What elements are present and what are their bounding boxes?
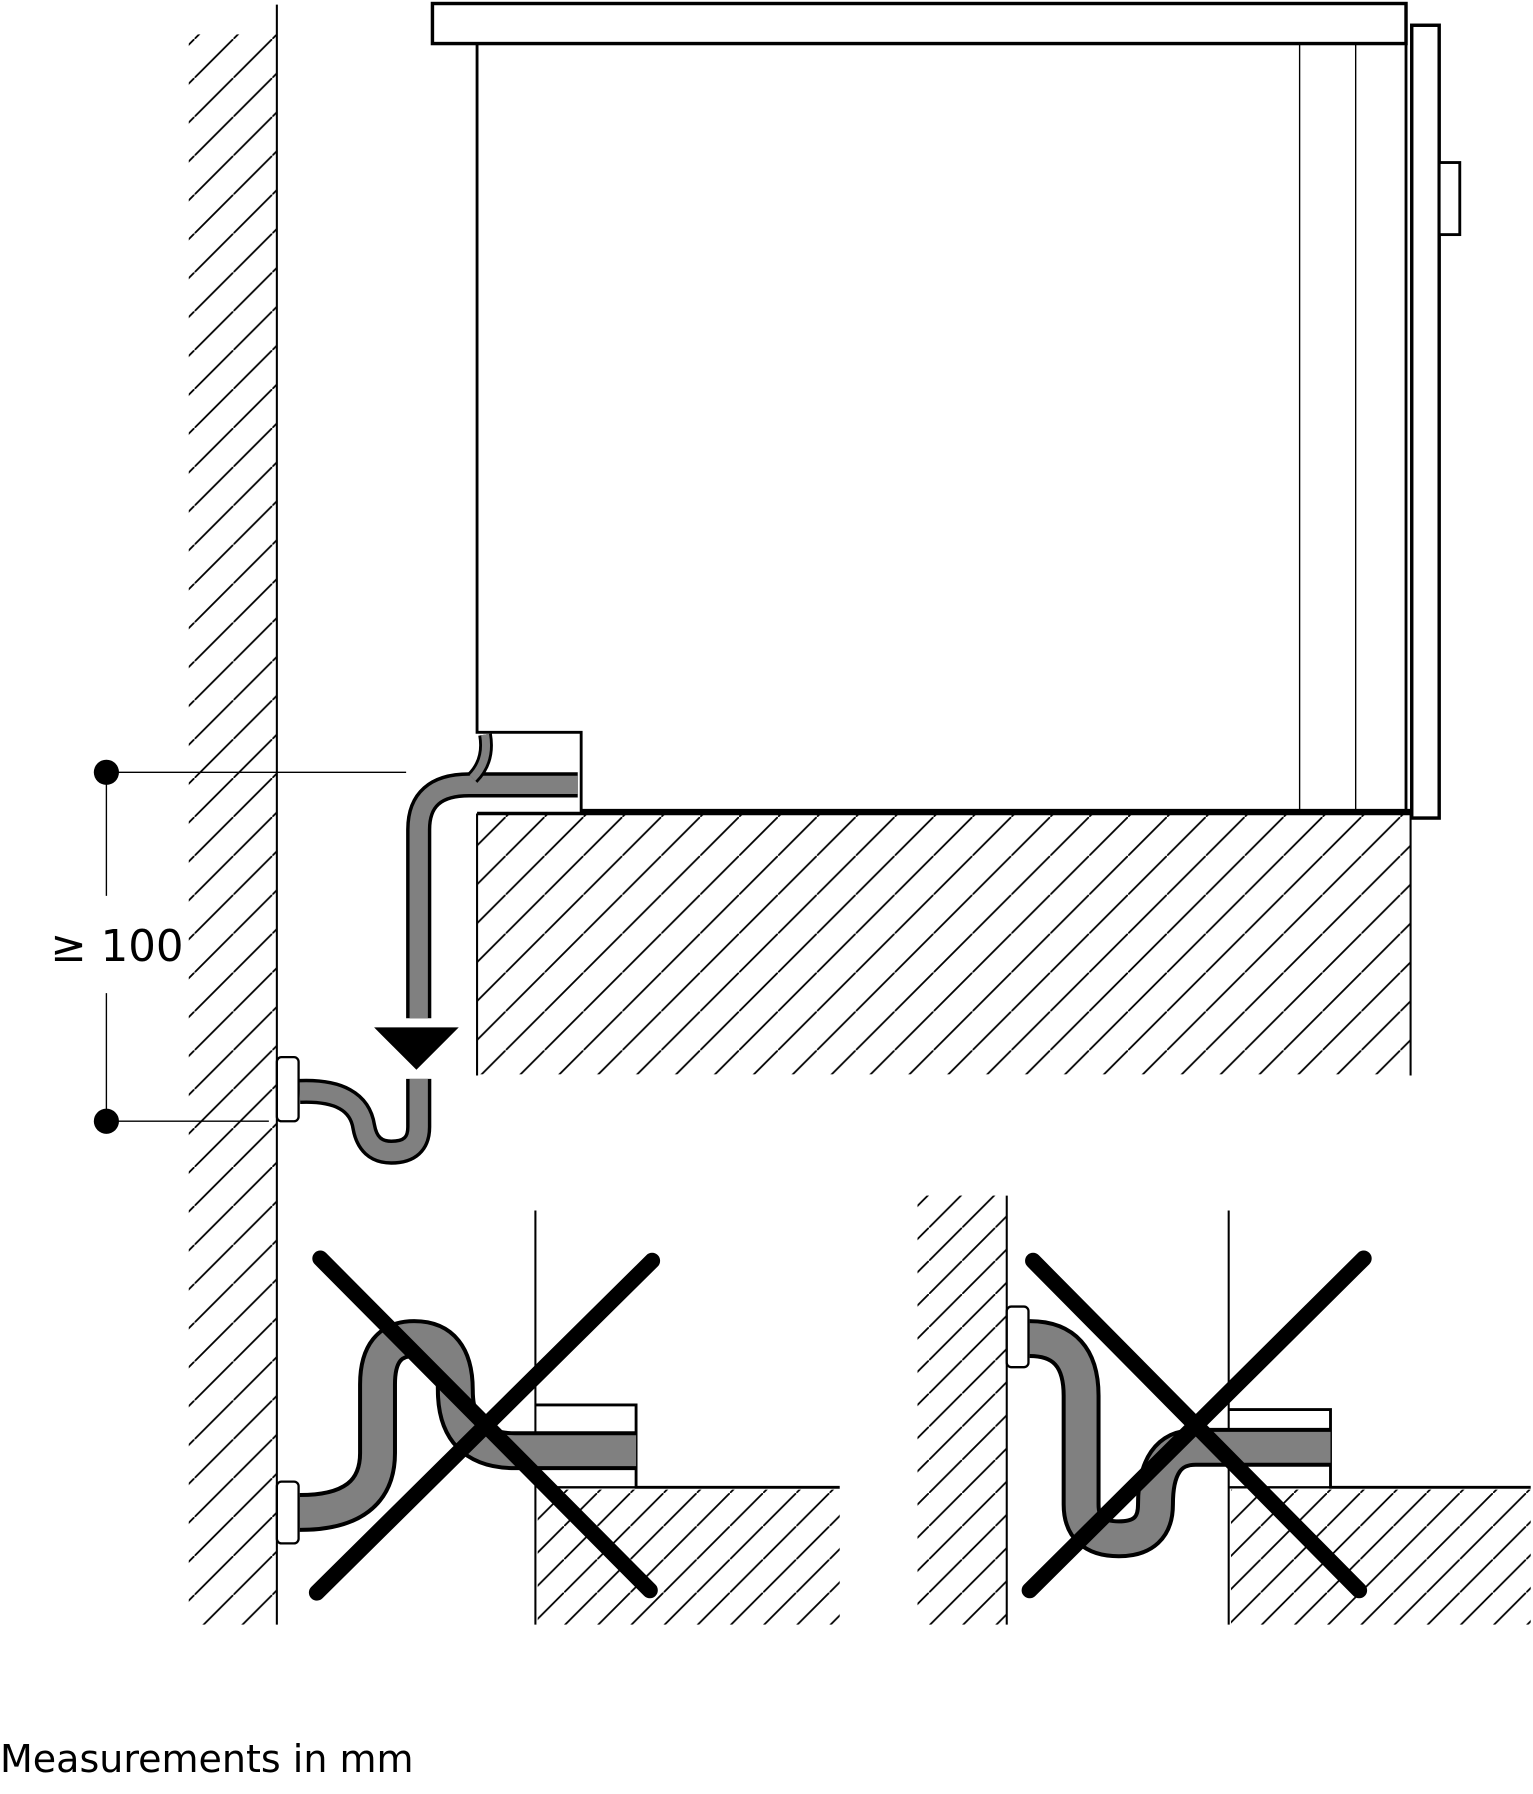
drain-arrow-icon — [374, 1027, 459, 1070]
siphon — [275, 1056, 432, 1165]
cross-icon — [308, 1250, 661, 1601]
appliance-body — [430, 1, 1413, 814]
incorrect-example-1 — [275, 1210, 840, 1625]
cross-icon — [1021, 1250, 1372, 1599]
wall-left — [188, 4, 278, 1625]
measurements-caption: Measurements in mm — [0, 1737, 414, 1781]
dimension-label: ≥ 100 — [50, 922, 183, 972]
drain-hose — [406, 733, 578, 1019]
dimension-indicator: ≥ 100 — [50, 759, 407, 1134]
appliance-door — [1410, 23, 1462, 820]
incorrect-example-2 — [917, 1195, 1531, 1625]
floor-block — [476, 811, 1412, 1076]
